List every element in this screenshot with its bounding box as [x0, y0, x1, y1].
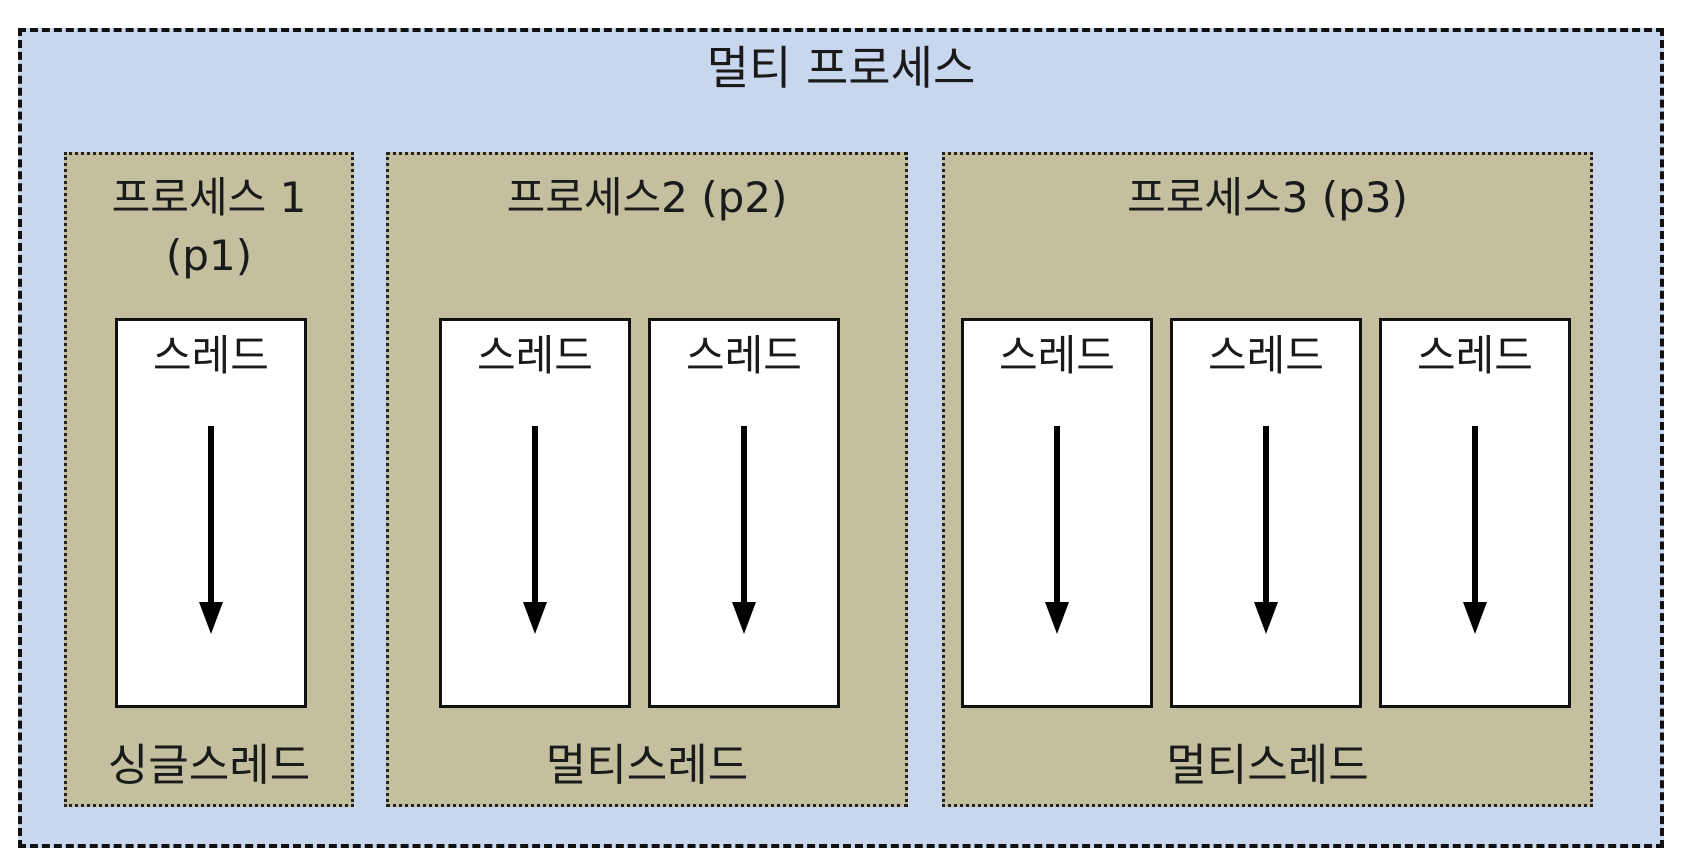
process-p2: 프로세스2 (p2) 스레드 스레드 멀티스레드: [386, 152, 908, 807]
down-arrow-icon: [1460, 426, 1490, 636]
down-arrow-icon: [196, 426, 226, 636]
process-p2-title: 프로세스2 (p2): [506, 173, 788, 222]
process-p3: 프로세스3 (p3) 스레드 스레드 스레드 멀티스레드: [942, 152, 1593, 807]
down-arrow-icon: [1042, 426, 1072, 636]
process-p1-title: 프로세스 1 (p1): [111, 173, 307, 280]
process-p3-footer: 멀티스레드: [1166, 740, 1369, 791]
thread-box: 스레드: [1379, 318, 1571, 708]
process-p1-footer: 싱글스레드: [107, 740, 311, 791]
thread-label: 스레드: [1208, 331, 1324, 380]
thread-label: 스레드: [153, 331, 269, 380]
thread-box: 스레드: [648, 318, 840, 708]
thread-box: 스레드: [439, 318, 631, 708]
diagram-title: 멀티 프로세스: [706, 41, 976, 95]
thread-label: 스레드: [999, 331, 1115, 380]
thread-label: 스레드: [1417, 331, 1533, 380]
down-arrow-icon: [1251, 426, 1281, 636]
thread-box: 스레드: [1170, 318, 1362, 708]
multi-process-container: 멀티 프로세스 프로세스 1 (p1) 스레드 싱글스레드 프로세스2 (p2)…: [18, 28, 1664, 848]
process-p2-footer: 멀티스레드: [545, 740, 749, 791]
thread-label: 스레드: [477, 331, 593, 380]
thread-label: 스레드: [686, 331, 802, 380]
down-arrow-icon: [729, 426, 759, 636]
thread-box: 스레드: [961, 318, 1153, 708]
thread-box: 스레드: [115, 318, 307, 708]
process-p1: 프로세스 1 (p1) 스레드 싱글스레드: [64, 152, 354, 807]
down-arrow-icon: [520, 426, 550, 636]
process-p3-title: 프로세스3 (p3): [1127, 173, 1408, 222]
